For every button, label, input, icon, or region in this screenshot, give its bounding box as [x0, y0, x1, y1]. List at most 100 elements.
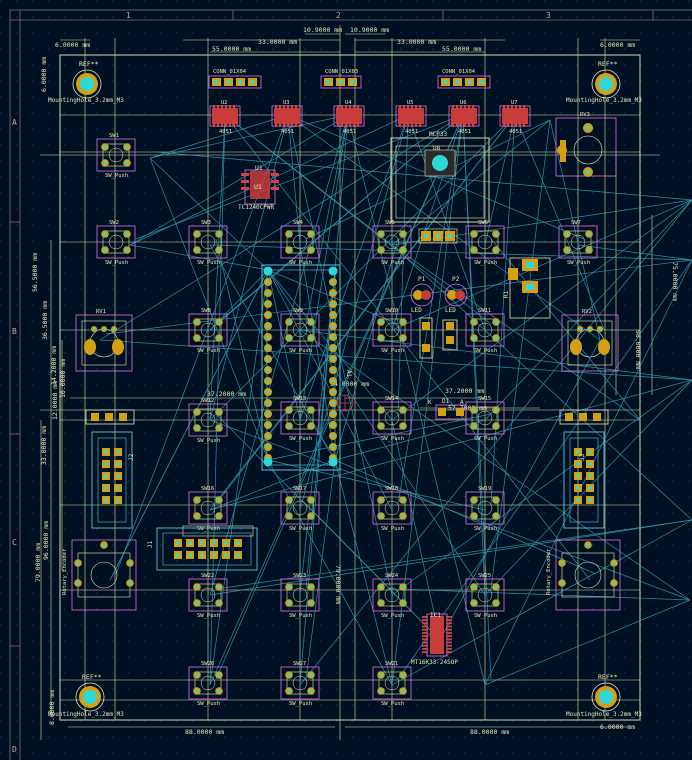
led-footprint[interactable]: [410, 283, 434, 307]
u1-footprint[interactable]: U1 U1 TC1240CPWR: [238, 164, 279, 211]
pot-ref: RV2: [582, 309, 592, 315]
switch-ref: SW4: [293, 220, 304, 226]
switch-ref: SW25: [478, 573, 491, 579]
switch-ref: SW2: [109, 220, 119, 226]
switch-ref: SW9: [293, 308, 303, 314]
mounting-hole-value: MountingHole_3.2mm_M3: [566, 711, 642, 718]
box-header-left[interactable]: [91, 431, 133, 529]
rotary-encoder-left[interactable]: Rotary_Encoder: [62, 539, 137, 611]
pot-top-right[interactable]: RV3: [555, 112, 617, 177]
dim-left-d: 10.0000 mm: [59, 359, 67, 398]
pot-right[interactable]: RV2: [561, 309, 619, 372]
led-footprint[interactable]: [444, 283, 468, 307]
box-header-j1[interactable]: [156, 525, 258, 571]
d1-label: D1: [442, 398, 450, 405]
box-header-right[interactable]: [563, 431, 605, 529]
switch-ref: SW3: [201, 220, 211, 226]
rotary-encoder-right[interactable]: Rotary_Encoder: [546, 539, 621, 611]
dim-corner-tl: 6.0000 mm: [55, 41, 90, 49]
sheet-frame-labels: 1 2 3 A B C D: [12, 11, 551, 754]
dim-bottom-right: 88.0000 mm: [470, 728, 509, 736]
connector-header[interactable]: CONN_01X03: [320, 69, 362, 89]
mcu-footprint[interactable]: A1: [261, 264, 352, 471]
mounting-hole[interactable]: REF**MountingHole_3.2mm_M3: [48, 60, 124, 104]
dim-left-c: 14.2000 mm: [50, 346, 58, 385]
switch-value: SW_Push: [474, 526, 497, 532]
pin-headers[interactable]: CONN_01X04 CONN_01X03 CONN_01X04: [208, 69, 491, 89]
switch-value: SW_Push: [474, 348, 497, 354]
mux-ic-value: 4051: [281, 129, 294, 135]
dim-bottom-corner: 6.0000 mm: [600, 723, 635, 731]
switch-value: SW_Push: [289, 260, 312, 266]
sheet-frame: [9, 9, 692, 760]
switch-ref: SW7: [571, 220, 581, 226]
mounting-hole[interactable]: REF**MountingHole_3.2mm_M3: [566, 60, 642, 104]
mounting-hole[interactable]: REF**MountingHole_3.2mm_M3: [566, 673, 642, 718]
encoder-label: Rotary_Encoder: [546, 548, 552, 595]
mux-ic-value: 4051: [219, 129, 232, 135]
switch-value: SW_Push: [197, 526, 220, 532]
mounting-hole[interactable]: REF**MountingHole_3.2mm_M3: [48, 673, 124, 718]
switch-value: SW_Push: [197, 438, 220, 444]
push-switches[interactable]: SW1SW_PushSW2SW_PushSW3SW_PushSW4SW_Push…: [96, 133, 598, 707]
switch-value: SW_Push: [381, 436, 404, 442]
switch-value: SW_Push: [567, 260, 590, 266]
ic1-footprint[interactable]: [422, 613, 452, 657]
diode-d1[interactable]: [435, 404, 467, 420]
connector-header[interactable]: CONN_01X04: [437, 69, 491, 89]
dim-left-f: 33.0000 mm: [40, 426, 48, 465]
u1-ref-inner: U1: [254, 183, 262, 191]
pot-left[interactable]: RV1: [75, 309, 133, 372]
a-label: A: [460, 399, 464, 406]
ratsnest-lines: [99, 114, 692, 686]
switch-value: SW_Push: [381, 260, 404, 266]
header-strip[interactable]: [559, 409, 609, 425]
switch-value: SW_Push: [381, 613, 404, 619]
u8-footprint[interactable]: [390, 137, 490, 244]
switch-value: SW_Push: [289, 613, 312, 619]
dim-top-total-right: 33.0000 mm: [397, 38, 436, 46]
header-strip[interactable]: [85, 409, 135, 425]
p2-label: P2: [452, 276, 460, 283]
connector-header[interactable]: CONN_01X04: [208, 69, 262, 89]
u1-value: TC1240CPWR: [238, 204, 275, 211]
capacitor-cluster[interactable]: [508, 257, 551, 319]
dim-mid-c: 57.7000 mm: [448, 404, 487, 412]
mounting-holes[interactable]: REF**MountingHole_3.2mm_M3REF**MountingH…: [48, 60, 642, 718]
